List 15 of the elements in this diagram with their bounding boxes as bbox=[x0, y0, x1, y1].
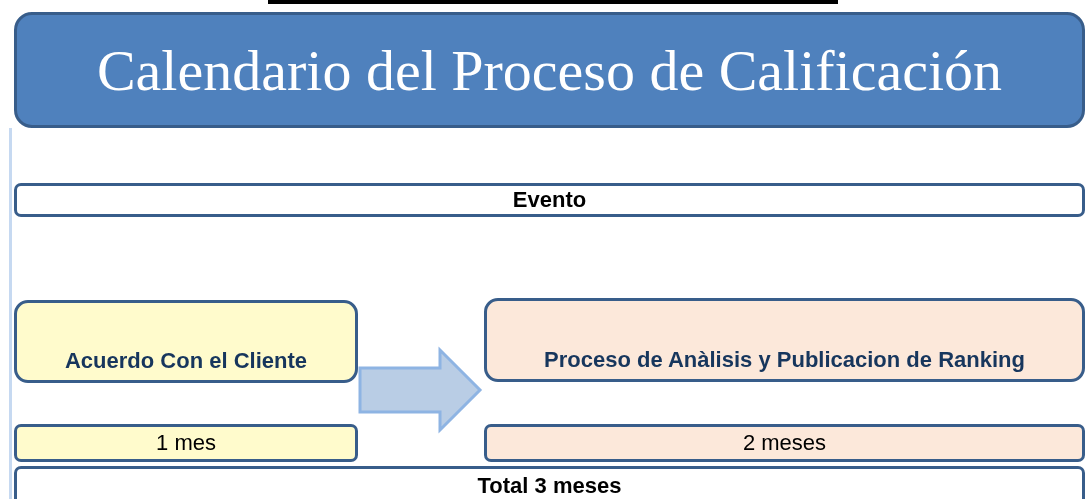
header-label: Evento bbox=[512, 187, 587, 213]
title-banner bbox=[14, 12, 1085, 128]
header-bar bbox=[14, 466, 1085, 499]
stage-box bbox=[484, 298, 1085, 382]
stage-box bbox=[14, 300, 358, 383]
duration-label: 2 meses bbox=[742, 430, 827, 456]
header-bar bbox=[14, 183, 1085, 217]
block-arrow bbox=[358, 346, 483, 434]
stage-label: Proceso de Anàlisis y Publicacion de Ranking bbox=[544, 347, 1025, 373]
duration-bar bbox=[484, 424, 1085, 462]
stage-label: Acuerdo Con el Cliente bbox=[64, 348, 307, 374]
header-label: Total 3 meses bbox=[477, 473, 622, 499]
title-text: Calendario del Proceso de Calificación bbox=[96, 36, 1003, 104]
duration-label: 1 mes bbox=[156, 430, 216, 456]
duration-bar bbox=[14, 424, 358, 462]
